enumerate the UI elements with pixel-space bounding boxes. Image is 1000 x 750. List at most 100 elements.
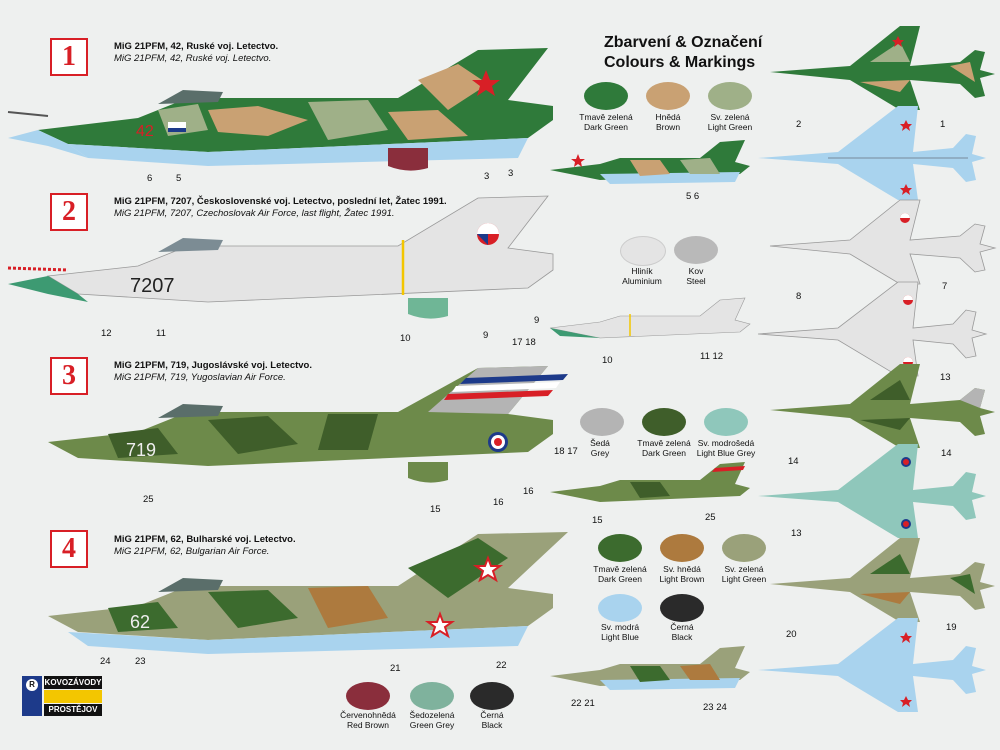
callout: 13 — [791, 528, 802, 539]
swatch-black — [660, 594, 704, 622]
callout: 10 — [602, 355, 613, 366]
profile-3-bottom-view — [758, 444, 986, 538]
profile-4-small-side — [550, 646, 750, 690]
callout: 9 — [534, 315, 540, 326]
tail-code-62: 62 — [130, 612, 150, 632]
callout: 10 — [400, 333, 411, 344]
callout: 12 — [101, 328, 112, 339]
callout: 5 — [176, 173, 182, 184]
caption-cz: MiG 21PFM, 719, Jugoslávské voj. Letectv… — [114, 360, 312, 371]
swatch-brown — [646, 82, 690, 110]
profile-4-side-view: 62 — [48, 532, 568, 654]
callout: 2 — [796, 119, 802, 130]
caption-en: MiG 21PFM, 62, Bulgarian Air Force. — [114, 546, 270, 557]
logo-line-2: PROSTĚJOV — [44, 704, 102, 716]
profile-1-small-side — [550, 140, 750, 184]
profile-number-2: 2 — [50, 193, 88, 231]
callout: 22 — [496, 660, 507, 671]
callout: 11 — [156, 328, 166, 339]
caption-cz: MiG 21PFM, 62, Bulharské voj. Letectvo. — [114, 534, 296, 545]
logo-stripe — [44, 690, 102, 703]
callout: 25 — [143, 494, 154, 505]
caption-cz: MiG 21PFM, 7207, Československé voj. Let… — [114, 196, 447, 207]
callout: 22 21 — [571, 698, 595, 709]
callout: 24 — [100, 656, 111, 667]
swatch-bg-light-green — [722, 534, 766, 562]
profile-1-top-view — [770, 26, 995, 110]
profile-2-top-view — [769, 199, 997, 285]
swatch-light-brown — [660, 534, 704, 562]
profile-2-bottom-view — [757, 281, 988, 377]
caption-en: MiG 21PFM, 7207, Czechoslovak Air Force,… — [114, 208, 395, 219]
callout: 21 — [390, 663, 401, 674]
callout: 15 — [592, 515, 603, 526]
profile-1-side-view: 42 — [7, 48, 553, 171]
profile-number-3: 3 — [50, 357, 88, 395]
callout: 15 — [430, 504, 441, 515]
colours-heading: Zbarvení & Označení Colours & Markings — [604, 33, 762, 73]
callout: 17 18 — [512, 337, 536, 348]
swatch-light-blue-grey — [704, 408, 748, 436]
swatch-light-green — [708, 82, 752, 110]
kovozavody-logo: R KOVOZÁVODY PROSTĚJOV — [22, 676, 102, 718]
caption-en: MiG 21PFM, 42, Ruské voj. Letectvo. — [114, 53, 272, 64]
profile-caption-2: MiG 21PFM, 7207, Československé voj. Let… — [114, 196, 447, 220]
logo-registered-mark: R — [26, 679, 38, 691]
callout: 16 — [493, 497, 504, 508]
swatch-grey — [580, 408, 624, 436]
callout: 14 — [941, 448, 952, 459]
callout: 25 — [705, 512, 716, 523]
callout: 6 — [147, 173, 153, 184]
profile-3-side-view: 719 — [48, 366, 568, 483]
profile-1-bottom-view — [758, 106, 986, 200]
callout: 9 — [483, 330, 489, 341]
tail-code-42: 42 — [136, 123, 154, 140]
profile-number-4: 4 — [50, 530, 88, 568]
callout: 18 17 — [554, 446, 578, 457]
profile-4-top-view — [770, 538, 995, 622]
callout: 19 — [946, 622, 957, 633]
profile-3-small-side — [550, 462, 750, 502]
callout: 3 — [484, 171, 490, 182]
callout: 3 — [508, 168, 514, 179]
swatch-bg-dark-green — [598, 534, 642, 562]
profile-number-1: 1 — [50, 38, 88, 76]
callout: 11 12 — [700, 351, 724, 362]
swatch-red-brown — [346, 682, 390, 710]
profile-4-bottom-view — [758, 618, 986, 712]
profile-caption-3: MiG 21PFM, 719, Jugoslávské voj. Letectv… — [114, 360, 312, 384]
tail-code-719: 719 — [126, 440, 156, 460]
heading-en: Colours & Markings — [604, 54, 756, 71]
heading-cz: Zbarvení & Označení — [604, 34, 763, 51]
callout: 8 — [796, 291, 802, 302]
profile-2-side-view: 7207 — [7, 195, 554, 319]
profile-2-small-side — [549, 297, 751, 339]
swatch-light-blue — [598, 594, 642, 622]
swatch-aluminium — [620, 236, 666, 266]
callout: 23 — [135, 656, 146, 667]
swatch-green-grey — [410, 682, 454, 710]
swatch-steel — [674, 236, 718, 264]
profile-3-top-view — [770, 364, 995, 448]
swatch-black-2 — [470, 682, 514, 710]
callout: 23 24 — [703, 702, 727, 713]
callout: 5 6 — [686, 191, 700, 202]
callout: 13 — [940, 372, 951, 383]
swatch-dark-green — [584, 82, 628, 110]
tail-code-7207: 7207 — [130, 275, 175, 297]
